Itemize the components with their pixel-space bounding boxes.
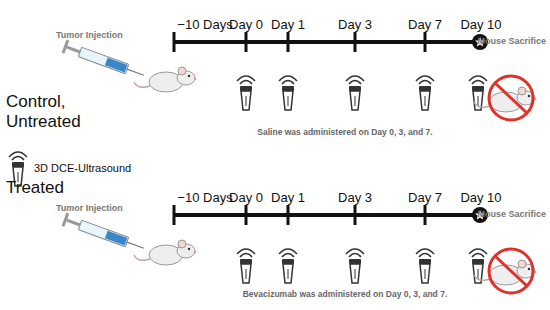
group-label: Control, Untreated [6, 92, 98, 131]
timeline-label: Day 10 [460, 191, 501, 206]
timeline-label: −10 Days [177, 18, 232, 33]
timeline-label: Day 1 [271, 18, 305, 33]
timeline-label: Saline was administered on Day 0, 3, and… [257, 128, 432, 138]
timeline-label: Day 0 [229, 191, 263, 206]
timeline-label: Day 3 [338, 191, 372, 206]
timeline-label: Day 3 [338, 18, 372, 33]
timeline-label: Mouse Sacrifice [477, 36, 546, 46]
timeline-label: −10 Days [177, 191, 232, 206]
timeline-label: Day 10 [460, 18, 501, 33]
timeline-label: Day 7 [408, 18, 442, 33]
timeline-label: Tumor Injection [56, 203, 123, 213]
timeline-label: Day 0 [229, 18, 263, 33]
timeline-label: Bevacizumab was administered on Day 0, 3… [243, 290, 448, 300]
timeline-label: Mouse Sacrifice [477, 209, 546, 219]
timeline-label: Day 7 [408, 191, 442, 206]
timeline-label: Day 1 [271, 191, 305, 206]
group-label: Treated [6, 178, 64, 198]
legend-label: 3D DCE-Ultrasound [34, 162, 131, 175]
timeline-label: Tumor Injection [56, 30, 123, 40]
